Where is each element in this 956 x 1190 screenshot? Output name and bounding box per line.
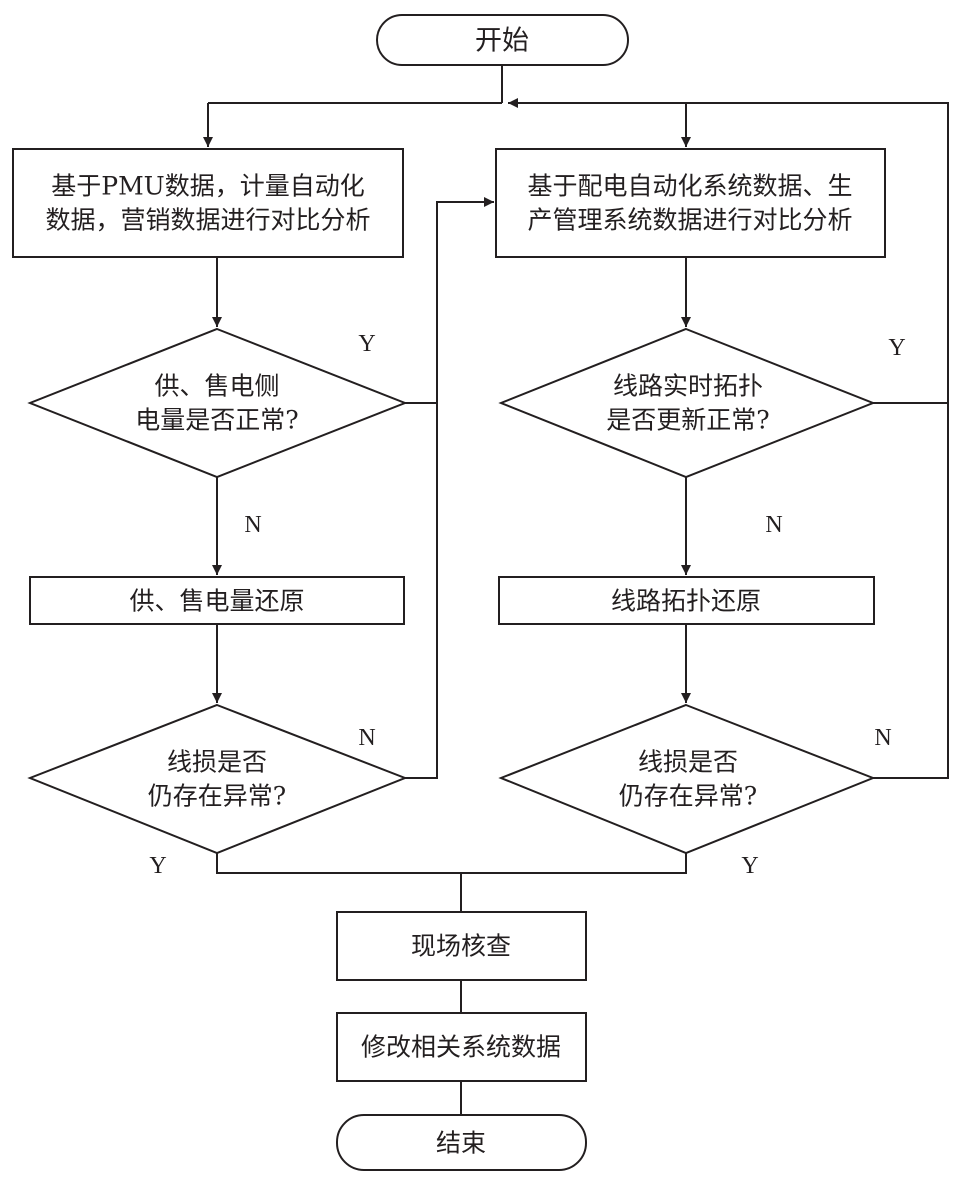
start-label: 开始 <box>475 26 529 57</box>
label-right-topology-no: N <box>765 512 782 538</box>
label-right-topology-yes: Y <box>888 335 905 361</box>
label-left-energy-yes: Y <box>358 331 375 357</box>
site-check-box: 现场核查 <box>336 911 587 981</box>
label-left-loss-yes: Y <box>149 853 166 879</box>
right-analysis-box: 基于配电自动化系统数据、生 产管理系统数据进行对比分析 <box>495 148 886 258</box>
right-loss-decision: 线损是否 仍存在异常? <box>498 703 876 855</box>
edge-loopback <box>508 98 949 404</box>
left-restore-label: 供、售电量还原 <box>129 587 304 616</box>
connectors <box>203 65 949 1115</box>
site-check-label: 现场核查 <box>411 932 511 961</box>
left-loss-decision: 线损是否 仍存在异常? <box>27 703 408 855</box>
right-topology-decision: 线路实时拓扑 是否更新正常? <box>498 327 876 479</box>
left-energy-line-1: 供、售电侧 <box>154 372 279 401</box>
left-loss-line-2: 仍存在异常? <box>148 782 286 811</box>
right-topology-line-1: 线路实时拓扑 <box>613 372 763 401</box>
label-left-energy-no: N <box>244 512 261 538</box>
label-left-loss-no: N <box>358 725 375 751</box>
right-restore-box: 线路拓扑还原 <box>498 576 875 625</box>
left-analysis-box: 基于PMU数据，计量自动化 数据，营销数据进行对比分析 <box>12 148 404 258</box>
label-right-loss-yes: Y <box>741 853 758 879</box>
left-energy-line-2: 电量是否正常? <box>135 406 298 435</box>
left-analysis-line-2: 数据，营销数据进行对比分析 <box>45 206 370 235</box>
left-analysis-line-1: 基于PMU数据，计量自动化 <box>51 172 365 201</box>
end-terminal: 结束 <box>336 1114 587 1171</box>
start-terminal: 开始 <box>376 14 629 66</box>
edge-loss-yes-merge <box>216 853 687 874</box>
edge-energy-check-yes <box>405 197 494 404</box>
edge-right-loss-no <box>873 403 949 779</box>
edge-left-loss-no <box>405 403 438 779</box>
left-energy-decision: 供、售电侧 电量是否正常? <box>27 327 408 479</box>
edge-labels: Y N N Y Y N N Y <box>149 331 905 879</box>
end-label: 结束 <box>436 1129 486 1158</box>
right-loss-line-1: 线损是否 <box>638 748 738 777</box>
label-right-loss-no: N <box>874 725 891 751</box>
modify-data-label: 修改相关系统数据 <box>361 1033 561 1062</box>
right-analysis-line-1: 基于配电自动化系统数据、生 <box>527 172 852 201</box>
modify-data-box: 修改相关系统数据 <box>336 1012 587 1082</box>
right-restore-label: 线路拓扑还原 <box>611 587 761 616</box>
left-loss-line-1: 线损是否 <box>167 748 267 777</box>
right-analysis-line-2: 产管理系统数据进行对比分析 <box>527 206 852 235</box>
right-loss-line-2: 仍存在异常? <box>619 782 757 811</box>
right-topology-line-2: 是否更新正常? <box>606 406 769 435</box>
left-restore-box: 供、售电量还原 <box>29 576 405 625</box>
